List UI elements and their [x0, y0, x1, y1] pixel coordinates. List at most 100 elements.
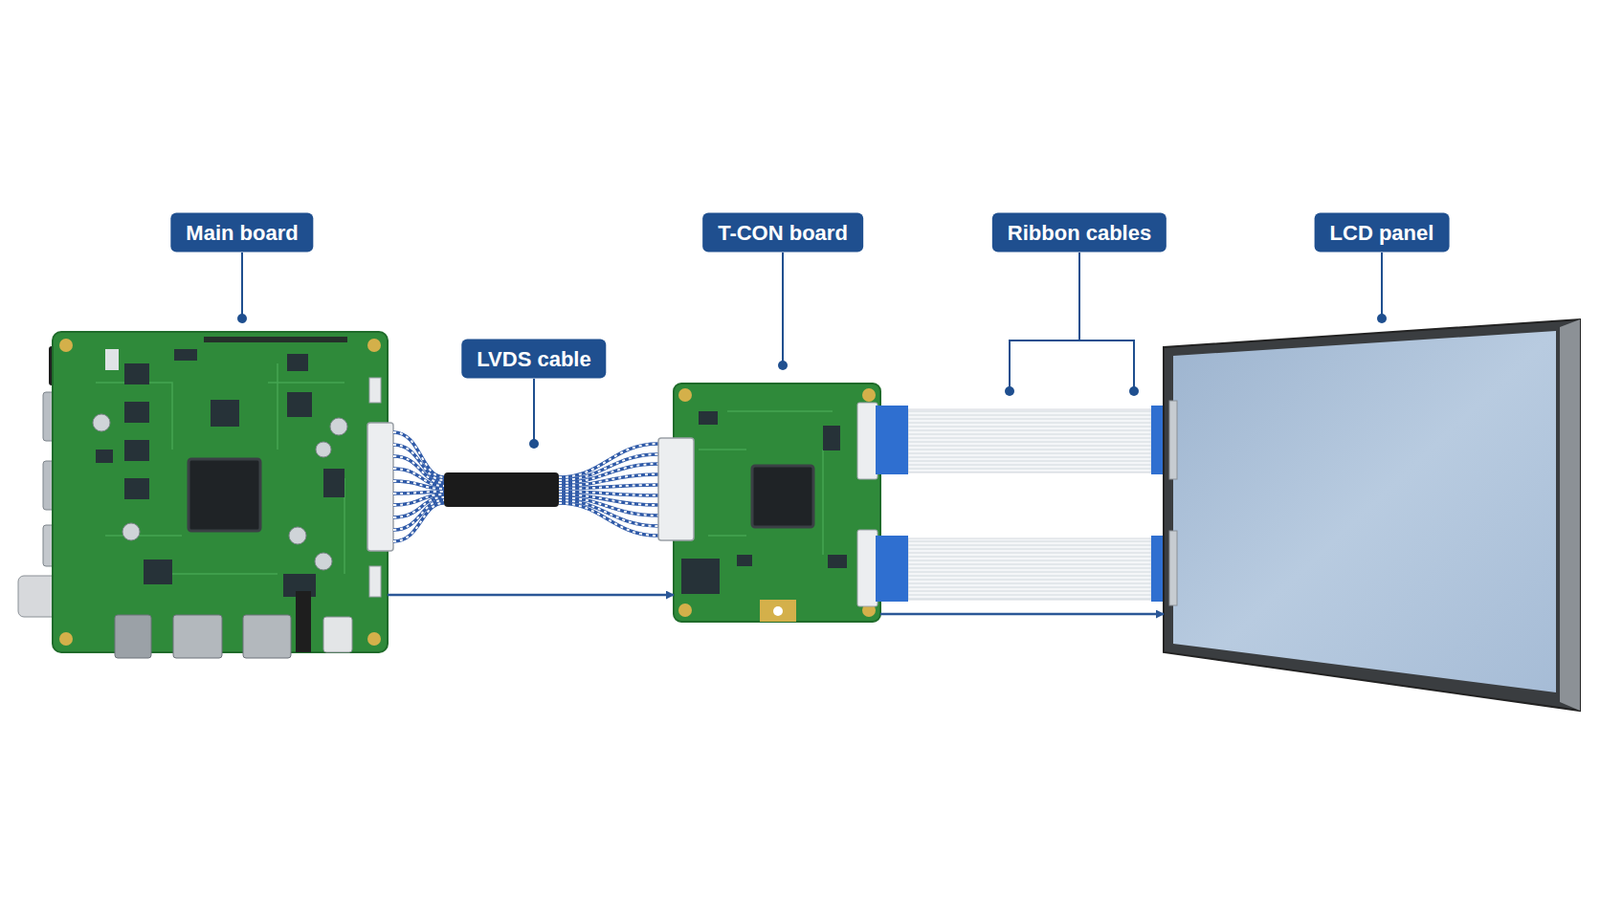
mount-hole [59, 632, 73, 646]
ribbon-stiffener [875, 405, 909, 475]
leader-lines [242, 252, 1382, 445]
chip [822, 425, 841, 451]
flow-arrow [387, 594, 674, 598]
ribbon-stiffener [875, 535, 909, 602]
panel-frame [1163, 319, 1580, 712]
chip [124, 363, 150, 385]
chip [698, 411, 718, 425]
part-label: LCD panel [1314, 213, 1450, 253]
chip [681, 558, 720, 595]
lvds-cable-art [393, 432, 659, 542]
leader-line [1380, 252, 1383, 319]
chip [287, 392, 312, 418]
chip [95, 449, 113, 464]
mount-hole [59, 338, 73, 353]
mount-hole [678, 388, 692, 402]
capacitor [92, 414, 111, 432]
main-chip [188, 459, 261, 532]
lcd-panel-art [1163, 319, 1580, 712]
pad-hole [773, 606, 783, 617]
ribbon-cables-art [875, 405, 1174, 602]
chip [105, 349, 119, 371]
tcon-chip [752, 466, 814, 528]
panel-node: LCD panel [1163, 319, 1580, 712]
wires [393, 432, 445, 542]
leader-line [533, 378, 535, 445]
capacitor [330, 418, 348, 436]
panel-connector [1169, 400, 1178, 480]
wires [558, 444, 659, 536]
chip [210, 400, 240, 427]
small-chips [95, 349, 345, 598]
leader-dot [1377, 313, 1387, 324]
wires [393, 432, 445, 542]
lvds-connector [658, 438, 694, 541]
leader-dot [1004, 386, 1015, 397]
cable-label: Ribbon cables [992, 213, 1167, 253]
mount-hole [678, 603, 692, 618]
gold-pad [759, 600, 797, 623]
ribbon [908, 538, 1152, 600]
pcb-traces [95, 363, 345, 575]
small-connector [369, 566, 381, 598]
flow-arrow [880, 613, 1164, 617]
cable-sleeve [444, 472, 559, 508]
pcb-traces [698, 411, 833, 556]
capacitor [122, 523, 140, 541]
wires [558, 444, 659, 536]
part-label: T-CON board [702, 213, 864, 253]
leader-dot [1129, 386, 1139, 397]
lvds-connector [367, 422, 394, 552]
board-node: T-CON board [673, 383, 881, 623]
chip [143, 559, 173, 585]
leader-bracket [1009, 252, 1134, 392]
panel-connector [1169, 531, 1178, 606]
chip [736, 555, 753, 567]
bottom-port [295, 591, 312, 653]
small-connector [369, 377, 381, 403]
mount-hole [367, 338, 381, 353]
fpc-connector [857, 530, 878, 607]
chip [323, 468, 345, 498]
chip [124, 401, 150, 423]
small-chips [681, 411, 847, 595]
pcb [52, 332, 388, 653]
panel-side [1559, 319, 1580, 712]
mount-holes [678, 388, 876, 618]
leader-line [241, 252, 244, 319]
capacitor [288, 527, 307, 545]
tcon-board-art [658, 383, 881, 623]
chip [124, 440, 150, 462]
fpc-connector [857, 402, 878, 480]
board-node: Main board [52, 332, 388, 653]
audio-jack [323, 617, 353, 653]
leader-line [781, 252, 784, 366]
chip [827, 555, 847, 569]
leader-dot [237, 313, 247, 324]
panel-screen [1173, 331, 1556, 693]
part-label: Main board [170, 213, 313, 253]
mount-hole [367, 632, 381, 646]
chip [124, 478, 150, 500]
cable-label: LVDS cable [461, 339, 606, 379]
bottom-port [114, 615, 152, 659]
bottom-port [243, 615, 291, 659]
chip [174, 349, 198, 361]
capacitor [314, 553, 333, 571]
leader-dots [237, 313, 1387, 449]
main-board-art [18, 332, 394, 659]
chip [287, 354, 309, 372]
pcb [673, 383, 881, 623]
mount-holes [59, 338, 381, 646]
leader-dot [529, 439, 539, 449]
capacitor [315, 442, 332, 458]
ribbon [908, 409, 1152, 473]
mount-hole [862, 388, 876, 402]
header-strip [203, 336, 348, 343]
leader-dot [777, 360, 788, 371]
bottom-port [173, 615, 223, 659]
capacitors [92, 414, 348, 571]
